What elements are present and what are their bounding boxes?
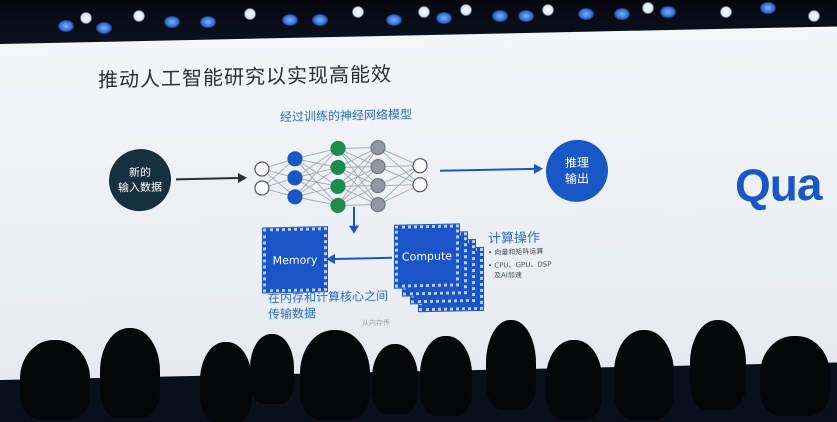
stage-light bbox=[808, 10, 820, 22]
qualcomm-logo-partial: Qua bbox=[735, 157, 822, 212]
memory-chip: Memory bbox=[262, 226, 328, 294]
network-node bbox=[412, 158, 428, 174]
compute-chip: Compute bbox=[394, 223, 460, 289]
output-node-line2: 输出 bbox=[564, 171, 589, 187]
stage-light bbox=[164, 16, 180, 28]
compute-op-item: 向量和矩阵运算 bbox=[488, 246, 551, 257]
stage-light bbox=[58, 20, 74, 32]
presentation-screen: 推动人工智能研究以实现高能效 经过训练的神经网络模型 新的 输入数据 推理 输出… bbox=[0, 26, 837, 381]
output-node-line1: 推理 bbox=[564, 155, 589, 171]
network-connection bbox=[294, 148, 339, 198]
stage-light bbox=[492, 10, 508, 22]
network-connection bbox=[294, 167, 339, 198]
stage-light bbox=[96, 22, 112, 34]
network-connection bbox=[337, 147, 379, 187]
network-node bbox=[254, 180, 270, 196]
stage-light bbox=[760, 2, 776, 14]
stage-light bbox=[133, 10, 145, 22]
audience-head bbox=[372, 344, 418, 414]
audience-head bbox=[100, 328, 160, 418]
input-node-line2: 输入数据 bbox=[118, 180, 162, 195]
network-node bbox=[330, 197, 346, 214]
memory-label: Memory bbox=[272, 252, 318, 267]
network-node bbox=[287, 189, 303, 205]
compute-op-subtext: 及AI加速 bbox=[494, 271, 522, 280]
network-node bbox=[370, 196, 386, 213]
stage-light bbox=[660, 6, 676, 18]
inference-output-node: 推理 输出 bbox=[546, 139, 608, 203]
compute-op-text: 向量和矩阵运算 bbox=[494, 247, 544, 257]
audience-head bbox=[250, 334, 294, 404]
stage-light bbox=[352, 6, 364, 18]
audience-head bbox=[200, 342, 252, 422]
stage-light bbox=[460, 4, 472, 16]
stage-light bbox=[642, 2, 654, 14]
network-connection bbox=[294, 148, 339, 179]
compute-to-memory-arrow bbox=[326, 253, 392, 264]
audience-head bbox=[614, 330, 674, 420]
input-data-node: 新的 输入数据 bbox=[109, 148, 171, 212]
slide-title: 推动人工智能研究以实现高能效 bbox=[98, 61, 392, 92]
network-node bbox=[370, 139, 386, 156]
input-node-line1: 新的 bbox=[129, 165, 151, 180]
input-arrow bbox=[176, 173, 247, 184]
network-node bbox=[330, 178, 346, 195]
audience-silhouettes bbox=[0, 300, 837, 422]
network-connection bbox=[377, 184, 421, 205]
network-node bbox=[330, 140, 346, 157]
compute-stack: Compute bbox=[394, 223, 485, 313]
audience-head bbox=[420, 336, 472, 416]
output-arrow bbox=[440, 163, 543, 174]
network-connection bbox=[377, 165, 421, 205]
network-node bbox=[370, 158, 386, 175]
stage-light bbox=[80, 12, 92, 24]
compute-ops-title: 计算操作 bbox=[488, 230, 541, 247]
network-node bbox=[287, 151, 303, 167]
network-node bbox=[370, 177, 386, 194]
stage-light bbox=[518, 10, 534, 22]
audience-head bbox=[300, 330, 370, 420]
network-node bbox=[330, 159, 346, 176]
stage-light bbox=[720, 6, 732, 18]
stage-light bbox=[418, 6, 430, 18]
stage-light bbox=[614, 8, 630, 20]
network-connection bbox=[337, 166, 379, 206]
stage-light bbox=[200, 16, 216, 28]
audience-head bbox=[546, 340, 602, 420]
stage-light bbox=[578, 8, 594, 20]
audience-head bbox=[486, 320, 536, 410]
audience-head bbox=[690, 320, 746, 410]
audience-head bbox=[760, 336, 830, 416]
stage-light bbox=[386, 14, 402, 26]
network-node bbox=[412, 177, 428, 193]
stage-light bbox=[436, 12, 452, 24]
network-connection bbox=[337, 147, 379, 206]
network-node bbox=[287, 170, 303, 186]
neural-network-diagram bbox=[254, 139, 428, 214]
compute-label: Compute bbox=[401, 249, 453, 264]
compute-op-text: CPU、GPU、DSP bbox=[494, 260, 552, 270]
stage-light bbox=[244, 8, 256, 20]
stage-light bbox=[542, 4, 554, 16]
audience-head bbox=[20, 340, 90, 420]
network-connection bbox=[377, 147, 421, 167]
network-connection bbox=[377, 165, 421, 186]
stage-light bbox=[312, 14, 328, 26]
network-node bbox=[254, 161, 270, 177]
down-arrow bbox=[349, 206, 359, 234]
stage-light bbox=[282, 14, 298, 26]
